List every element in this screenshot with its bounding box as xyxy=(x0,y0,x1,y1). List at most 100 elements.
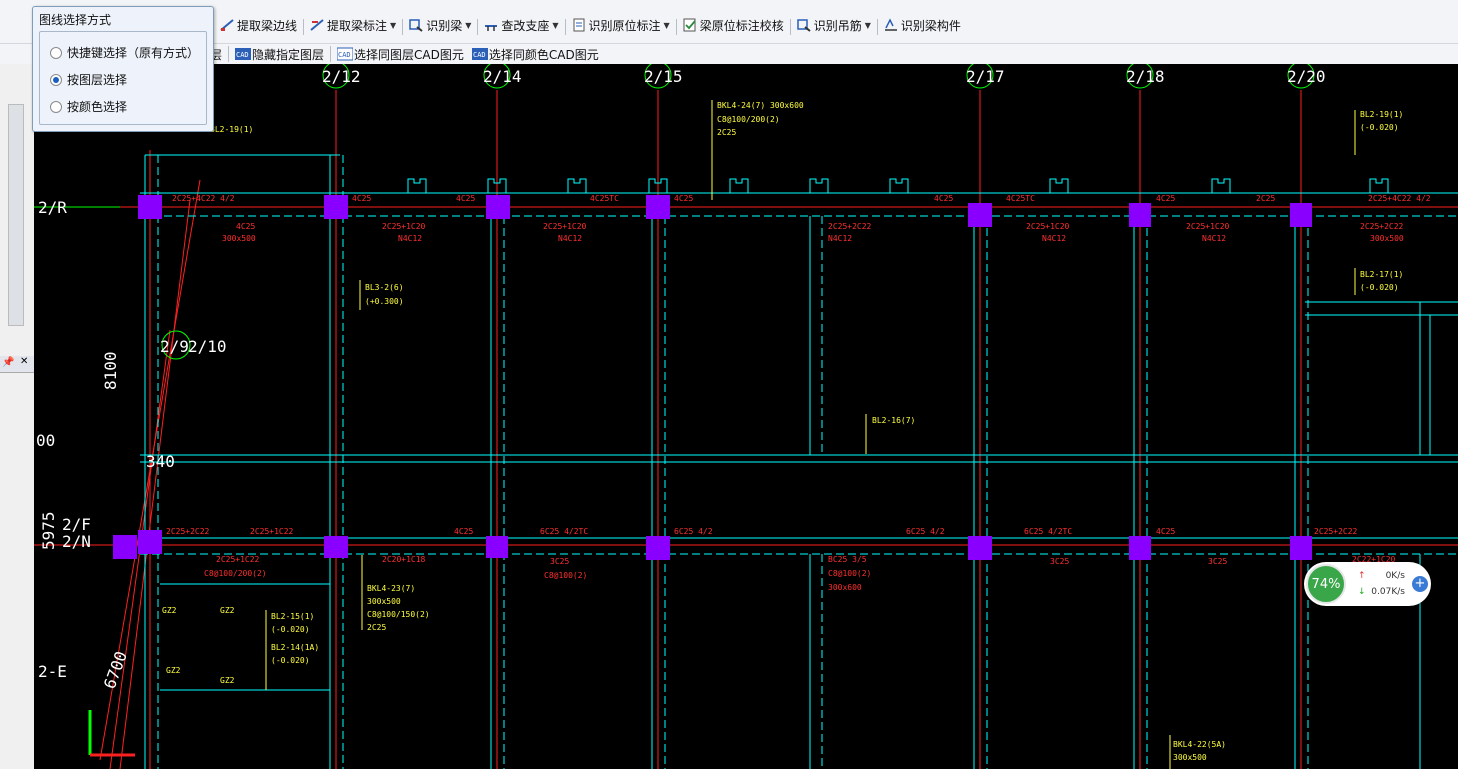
beam-label: (-0.020) xyxy=(1360,123,1399,132)
close-icon[interactable]: ✕ xyxy=(20,356,29,367)
scrollbar[interactable] xyxy=(8,104,24,326)
beam-label-icon xyxy=(310,18,324,32)
beam-label: (+0.300) xyxy=(365,297,404,306)
diagonal-line xyxy=(99,179,201,761)
radio-button[interactable] xyxy=(50,46,62,59)
rebar-label: 2C25+2C22 xyxy=(1360,222,1404,231)
identify-beam-button[interactable]: 识别梁▼ xyxy=(405,15,475,35)
radio-button-selected[interactable] xyxy=(50,73,62,86)
beam-label: BKL4-23(7) xyxy=(367,584,415,593)
rebar-label: N4C12 xyxy=(398,234,422,243)
chevron-down-icon: ▼ xyxy=(864,20,871,30)
rebar-label: 2C25+1C22 xyxy=(250,527,294,536)
rebar-label: 2C22+1C20 xyxy=(1352,555,1396,564)
column xyxy=(646,195,670,219)
beam-notches xyxy=(407,178,1389,193)
column xyxy=(113,535,137,559)
diagonal-line xyxy=(119,199,191,769)
select-same-color-button[interactable]: CAD 选择同颜色CAD图元 xyxy=(471,47,599,62)
column xyxy=(968,536,992,560)
hanger-icon xyxy=(796,18,811,32)
option-by-layer[interactable]: 按图层选择 xyxy=(50,71,127,88)
beam-label: 2C25 xyxy=(367,623,386,632)
option-shortcut[interactable]: 快捷键选择（原有方式） xyxy=(50,44,199,61)
dimension-label: 5975 xyxy=(39,511,58,550)
left-panel: 📌 ✕ xyxy=(0,64,34,769)
rebar-label: 300x500 xyxy=(222,234,256,243)
panel-header: 📌 ✕ xyxy=(0,356,34,373)
rebar-label: 6C25 4/2 xyxy=(674,527,713,536)
network-speed-widget[interactable]: 74% ↑ 0K/s ↓ 0.07K/s + xyxy=(1304,562,1431,606)
column xyxy=(324,536,348,558)
beam-label: BC25 3/5 xyxy=(828,555,867,564)
column xyxy=(1129,536,1151,560)
dimension-label: 00 xyxy=(36,431,55,450)
column xyxy=(646,536,670,560)
beam-label: C8@100/200(2) xyxy=(717,115,780,124)
popup-title: 图线选择方式 xyxy=(39,13,112,27)
axis-label: 2/N xyxy=(62,532,91,551)
cad-select-icon: CAD xyxy=(336,47,354,61)
rebar-label: 4C25 xyxy=(934,194,953,203)
beam-edge-icon xyxy=(220,18,234,32)
pin-icon[interactable]: 📌 xyxy=(2,357,15,368)
rebar-label: 4C25TC xyxy=(590,194,619,203)
axis-label: 2/F xyxy=(62,515,91,534)
axis-label: 2/17 xyxy=(966,67,1005,86)
svg-text:CAD: CAD xyxy=(473,51,486,59)
select-same-layer-button[interactable]: CAD 选择同图层CAD图元 xyxy=(336,47,464,62)
check-support-button[interactable]: 查改支座▼ xyxy=(480,15,562,35)
rebar-label: 3C25 xyxy=(1050,557,1069,566)
rebar-label: N4C12 xyxy=(1202,234,1226,243)
chevron-down-icon: ▼ xyxy=(663,20,670,30)
identify-beam-component-button[interactable]: 识别梁构件 xyxy=(880,15,965,35)
beam-label: 2C25 xyxy=(717,128,736,137)
rebar-label: 4C25TC xyxy=(1006,194,1035,203)
axis-bubble xyxy=(322,64,350,89)
beam-label: 300x500 xyxy=(1173,753,1207,762)
rebar-label: 2C25+4C22 4/2 xyxy=(1368,194,1431,203)
rebar-label: 2C25+4C22 4/2 xyxy=(172,194,235,203)
download-speed: ↓ 0.07K/s xyxy=(1358,587,1405,597)
beam-label: (-0.020) xyxy=(1360,283,1399,292)
identify-hanger-bar-button[interactable]: 识别吊筋▼ xyxy=(793,15,875,35)
axis-label: 2/12 xyxy=(322,67,361,86)
rebar-label: 4C25 xyxy=(1156,194,1175,203)
extract-beam-label-button[interactable]: 提取梁标注▼ xyxy=(306,15,400,35)
beam-label: BL2-19(1) xyxy=(210,125,253,134)
radio-button[interactable] xyxy=(50,100,62,113)
hide-layer-button[interactable]: CAD 隐藏指定图层 xyxy=(235,47,325,62)
rebar-label: 2C25+1C22 xyxy=(216,555,260,564)
cad-drawing-canvas[interactable]: 2/12 2/14 2/15 2/17 2/18 2/20 2/R 2/F 2/… xyxy=(34,64,1458,769)
rebar-label: 2C25+1C20 xyxy=(1026,222,1070,231)
check-in-situ-label-button[interactable]: 梁原位标注校核 xyxy=(679,15,788,35)
option-by-color[interactable]: 按颜色选择 xyxy=(50,98,127,115)
plus-icon[interactable]: + xyxy=(1412,576,1428,592)
rebar-label: 3C25 xyxy=(1208,557,1227,566)
rebar-label: 2C25+2C22 xyxy=(1314,527,1358,536)
rebar-label: 3C25 xyxy=(550,557,569,566)
axis-bubble xyxy=(644,64,672,89)
identify-in-situ-label-button[interactable]: 识别原位标注▼ xyxy=(568,15,674,35)
axis-label: 2/14 xyxy=(483,67,522,86)
rebar-label: C8@100/200(2) xyxy=(204,569,267,578)
column xyxy=(968,203,992,227)
axis-label: 2/10 xyxy=(188,337,227,356)
rebar-label: 6C25 4/2 xyxy=(906,527,945,536)
column xyxy=(138,530,162,554)
percent-badge: 74% xyxy=(1306,564,1346,604)
rebar-label: 2C25+1C20 xyxy=(382,222,426,231)
beam-component-icon xyxy=(884,18,898,32)
up-arrow-icon: ↑ xyxy=(1358,571,1366,581)
rebar-label: 300x500 xyxy=(1370,234,1404,243)
rebar-label: 2C25 xyxy=(1256,194,1275,203)
column xyxy=(324,195,348,219)
rebar-label: 2C25+2C22 xyxy=(166,527,210,536)
svg-text:CAD: CAD xyxy=(236,51,249,59)
beam-label: BL2-14(1A) xyxy=(271,643,319,652)
column-label: GZ2 xyxy=(220,676,235,685)
chevron-down-icon: ▼ xyxy=(465,20,472,30)
rebar-label: 4C25 xyxy=(454,527,473,536)
extract-beam-edge-button[interactable]: 提取梁边线 xyxy=(216,15,301,35)
beam-label: BL2-15(1) xyxy=(271,612,314,621)
